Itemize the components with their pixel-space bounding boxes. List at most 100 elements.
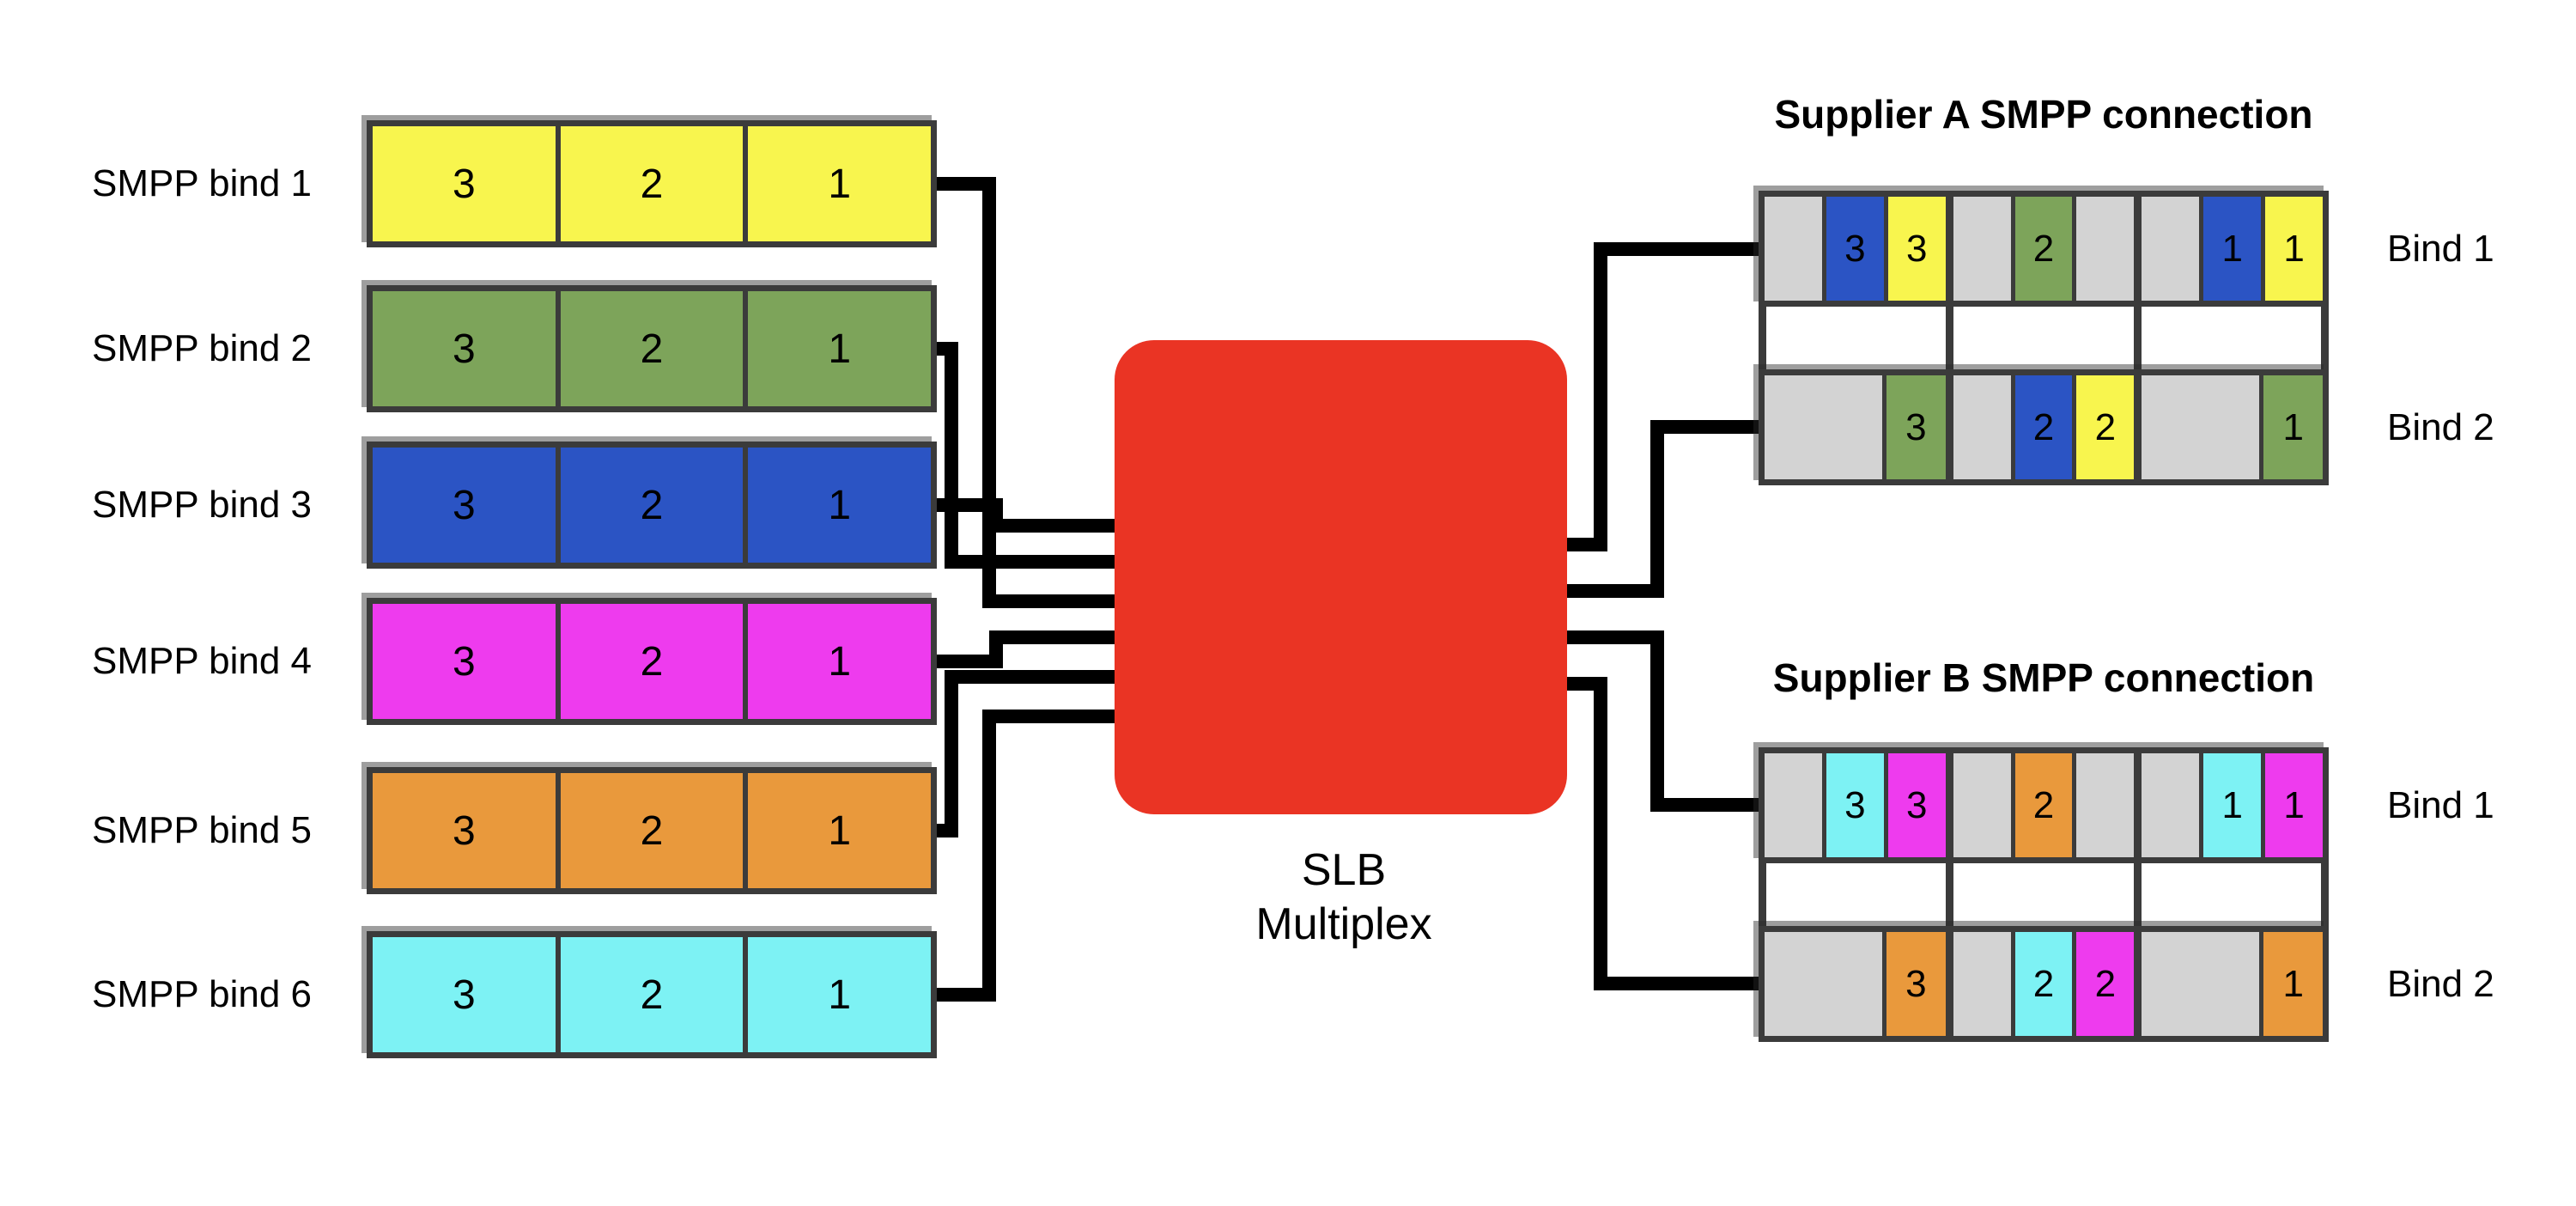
packet-number: 2 bbox=[640, 638, 664, 685]
slot-cell: 2 bbox=[2010, 753, 2073, 857]
slot-cell: 1 bbox=[2259, 932, 2324, 1036]
packet-number: 3 bbox=[452, 638, 476, 685]
packet-number: 1 bbox=[2283, 227, 2305, 270]
packet-number: 2 bbox=[640, 161, 664, 207]
packet-number: 2 bbox=[2094, 405, 2117, 448]
queue-cell: 3 bbox=[373, 773, 556, 888]
packet-number: 3 bbox=[452, 161, 476, 207]
packet-number: 1 bbox=[2283, 783, 2305, 826]
gap-column bbox=[2133, 863, 2329, 926]
packet-number: 3 bbox=[1905, 962, 1927, 1005]
packet-number: 1 bbox=[2282, 405, 2304, 448]
window-group: 3 bbox=[1765, 932, 1946, 1036]
slot-cell: 2 bbox=[2010, 375, 2073, 479]
queue-cell: 2 bbox=[555, 773, 744, 888]
supplier-b-bind-2-row: 3 2 2 1 bbox=[1759, 926, 2329, 1042]
queue-cell: 3 bbox=[373, 291, 556, 406]
packet-number: 1 bbox=[2282, 962, 2304, 1005]
slot-cell bbox=[2142, 932, 2260, 1036]
slot-cell: 1 bbox=[2199, 753, 2262, 857]
packet-number: 3 bbox=[452, 807, 476, 854]
packet-number: 1 bbox=[2221, 783, 2243, 826]
gap-column bbox=[2133, 307, 2329, 369]
smpp-bind-4-queue: 3 2 1 bbox=[367, 598, 937, 725]
packet-number: 3 bbox=[452, 326, 476, 372]
window-group: 1 1 bbox=[2134, 753, 2324, 857]
slot-cell bbox=[2072, 753, 2135, 857]
packet-number: 3 bbox=[452, 482, 476, 528]
packet-number: 3 bbox=[1905, 227, 1928, 270]
slot-cell: 2 bbox=[2010, 932, 2073, 1036]
slot-cell bbox=[1953, 375, 2011, 479]
wire-smpp-bind-2 bbox=[932, 342, 1121, 569]
packet-number: 3 bbox=[1905, 783, 1928, 826]
window-group: 2 2 bbox=[1945, 932, 2135, 1036]
queue-cell: 1 bbox=[743, 773, 932, 888]
slot-cell: 2 bbox=[2010, 197, 2073, 301]
packet-number: 2 bbox=[2094, 962, 2117, 1005]
slot-cell: 3 bbox=[1821, 753, 1884, 857]
packet-number: 2 bbox=[640, 807, 664, 854]
slot-cell: 1 bbox=[2261, 197, 2324, 301]
packet-number: 3 bbox=[1844, 227, 1866, 270]
supplier-a-bind-1-label: Bind 1 bbox=[2387, 227, 2494, 270]
packet-number: 1 bbox=[828, 482, 852, 528]
slot-cell: 2 bbox=[2072, 375, 2135, 479]
packet-number: 3 bbox=[1905, 405, 1927, 448]
slot-cell: 2 bbox=[2072, 932, 2135, 1036]
supplier-a-bind-2-row: 3 2 2 1 bbox=[1759, 369, 2329, 485]
queue-cell: 1 bbox=[743, 126, 932, 241]
smpp-bind-5-label: SMPP bind 5 bbox=[91, 809, 312, 851]
slot-cell: 1 bbox=[2199, 197, 2262, 301]
slot-cell: 1 bbox=[2261, 753, 2324, 857]
queue-cell: 1 bbox=[743, 448, 932, 563]
packet-number: 3 bbox=[1844, 783, 1866, 826]
wire-supplier-b-bind-1 bbox=[1563, 630, 1769, 812]
window-group: 1 1 bbox=[2134, 197, 2324, 301]
gap-column bbox=[1946, 307, 2134, 369]
wire-supplier-a-bind-1 bbox=[1563, 242, 1769, 551]
slot-cell bbox=[2142, 375, 2260, 479]
slot-cell: 3 bbox=[1882, 932, 1946, 1036]
wire-smpp-bind-1 bbox=[932, 177, 1121, 608]
window-group: 3 3 bbox=[1765, 753, 1946, 857]
wire-smpp-bind-5 bbox=[932, 670, 1121, 838]
smpp-bind-3-queue: 3 2 1 bbox=[367, 442, 937, 569]
window-group: 2 bbox=[1945, 753, 2135, 857]
wire-supplier-b-bind-2 bbox=[1563, 677, 1769, 990]
queue-cell: 3 bbox=[373, 937, 556, 1052]
smpp-bind-3-label: SMPP bind 3 bbox=[91, 484, 312, 526]
slot-cell bbox=[1765, 932, 1883, 1036]
smpp-bind-6-label: SMPP bind 6 bbox=[91, 973, 312, 1015]
slb-label-line1: SLB bbox=[1301, 845, 1387, 895]
slot-cell bbox=[2142, 753, 2200, 857]
wire-smpp-bind-3 bbox=[932, 498, 1121, 533]
window-group: 1 bbox=[2134, 375, 2324, 479]
slot-cell bbox=[1953, 932, 2011, 1036]
smpp-bind-6-queue: 3 2 1 bbox=[367, 931, 937, 1058]
slb-multiplex-label: SLB Multiplex bbox=[1168, 844, 1520, 953]
window-group: 2 bbox=[1945, 197, 2135, 301]
gap-column bbox=[1759, 863, 1947, 926]
packet-number: 1 bbox=[828, 971, 852, 1018]
smpp-bind-5-queue: 3 2 1 bbox=[367, 767, 937, 894]
packet-number: 2 bbox=[2032, 405, 2055, 448]
slot-cell bbox=[1765, 197, 1822, 301]
packet-number: 2 bbox=[2032, 962, 2055, 1005]
smpp-bind-2-label: SMPP bind 2 bbox=[91, 327, 312, 369]
queue-cell: 2 bbox=[555, 448, 744, 563]
slot-cell bbox=[2072, 197, 2135, 301]
smpp-bind-1-queue: 3 2 1 bbox=[367, 120, 937, 247]
packet-number: 2 bbox=[640, 326, 664, 372]
window-group: 2 2 bbox=[1945, 375, 2135, 479]
wire-smpp-bind-6 bbox=[932, 710, 1121, 1002]
slb-label-line2: Multiplex bbox=[1255, 899, 1432, 950]
queue-cell: 3 bbox=[373, 448, 556, 563]
slot-cell bbox=[2142, 197, 2200, 301]
supplier-b-title: Supplier B SMPP connection bbox=[1772, 655, 2315, 700]
window-group: 1 bbox=[2134, 932, 2324, 1036]
gap-column bbox=[1759, 307, 1947, 369]
slot-cell bbox=[1765, 753, 1822, 857]
